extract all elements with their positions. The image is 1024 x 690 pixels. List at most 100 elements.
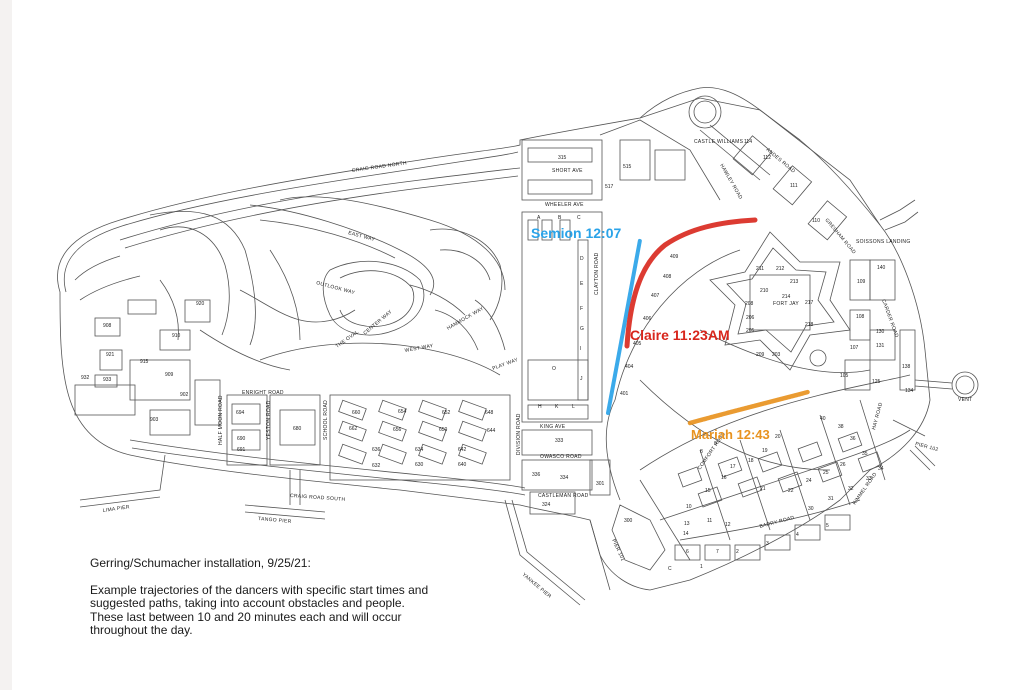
building-number: 932 [81,375,90,381]
label-division-road: DIVISION ROAD [516,413,522,455]
building-number: 632 [372,463,381,469]
craig-road-south [129,439,526,489]
building-number: 205 [746,328,755,334]
building-number: 209 [756,352,765,358]
building-number: 107 [850,345,859,351]
map-sheet: CRAIG ROAD NORTH CRAIG ROAD SOUTH EAST W… [12,0,1024,690]
label-barry-road: BARRY ROAD [759,515,795,530]
building-number: 138 [902,364,911,370]
building-number: 910 [172,333,181,339]
label-pier-102: PIER 102 [914,441,939,453]
label-east-way: EAST WAY [347,230,376,243]
building-number: 634 [415,447,424,453]
building-number: 336 [532,472,541,478]
mariah-label: Mariah 12:43 [691,427,770,442]
label-the-oval: THE OVAL [335,329,360,349]
label-short-ave: SHORT AVE [552,168,583,174]
island-outline [57,87,931,591]
building-number: 630 [415,462,424,468]
label-castle-williams: CASTLE WILLIAMS [694,139,744,145]
caption-title: Gerring/Schumacher installation, 9/25/21… [90,556,311,570]
building-number: 908 [103,323,112,329]
craig-road-north [119,167,521,241]
building-letter: O [552,366,556,372]
label-clayton-road: CLAYTON ROAD [594,252,600,295]
building-number: 140 [877,265,886,271]
label-outlook-way: OUTLOOK WAY [315,280,356,296]
label-enright-road: ENRIGHT ROAD [242,390,284,396]
building-number: 920 [196,301,205,307]
building-number: 40 [820,416,826,422]
building-number: 680 [293,426,302,432]
building-number: 105 [840,373,849,379]
building-number: 909 [165,372,174,378]
building-letter: H [538,404,542,410]
building-number: 515 [623,164,632,170]
building-number: 6 [686,549,689,555]
label-castleman-road: CASTLEMAN ROAD [538,493,589,499]
building-number: 691 [237,447,246,453]
building-number: 640 [458,462,467,468]
building-number: 648 [485,410,494,416]
building-number: 903 [150,417,159,423]
building-number: 408 [663,274,672,280]
building-letter: A [537,215,541,221]
building-number: 109 [857,279,866,285]
label-half-moon-road: HALF MOON ROAD [218,395,224,445]
building-letter: E [580,281,584,287]
building-number: 517 [605,184,614,190]
building-number: 3 [766,541,769,547]
building-number: 9 [714,441,717,447]
building-number: 211 [756,266,764,272]
building-number: 110 [812,218,820,224]
caption-body: Example trajectories of the dancers with… [90,582,429,637]
building-number: 30 [808,506,814,512]
building-letter: L [572,404,575,410]
building-number: 301 [596,481,605,487]
building-number: 315 [558,155,567,161]
building-number: 300 [624,518,633,524]
building-number: 131 [876,343,885,349]
building-number: 654 [398,409,407,415]
building-number: 108 [856,314,865,320]
building-number: 21 [760,486,766,492]
mariah-trajectory [687,389,811,426]
building-letter: K [555,404,559,410]
building-letter: J [580,376,583,382]
building-number: 214 [782,294,791,300]
building-number: 690 [237,436,246,442]
caption: Gerring/Schumacher installation, 9/25/21… [90,556,430,638]
label-king-ave: KING AVE [540,424,566,430]
building-number: 130 [876,329,885,335]
label-hammock-way: HAMMOCK WAY [446,306,485,332]
building-number: 17 [730,464,736,470]
building-letter: C [577,215,581,221]
label-yeston-road: YESTON ROAD [266,400,272,440]
building-number: 407 [651,293,660,299]
building-number: 111 [790,183,798,189]
building-number: 14 [683,531,689,537]
building-number: 32 [848,486,854,492]
building-number: 38 [838,424,844,430]
building-number: 644 [487,428,496,434]
building-number: 334 [560,475,569,481]
fort-jay-star [709,231,851,371]
label-soissons-landing: SOISSONS LANDING [856,239,911,245]
building-letter: I [580,346,581,352]
building-number: 36 [850,436,856,442]
building-number: 660 [352,410,361,416]
building-number: 650 [439,427,448,433]
building-number: 1 [700,564,703,570]
building-number: 409 [670,254,679,260]
building-number: 217 [805,300,814,306]
building-number: 33 [866,476,872,482]
label-tango-pier: TANGO PIER [258,516,292,525]
housing-grid [329,394,511,481]
building-number: 915 [140,359,149,365]
building-number: 213 [790,279,799,285]
building-number: 636 [372,447,381,453]
building-number: 662 [349,426,358,432]
building-number: 203 [772,352,781,358]
claire-trajectory [624,217,758,349]
building-number: 15 [705,488,711,494]
